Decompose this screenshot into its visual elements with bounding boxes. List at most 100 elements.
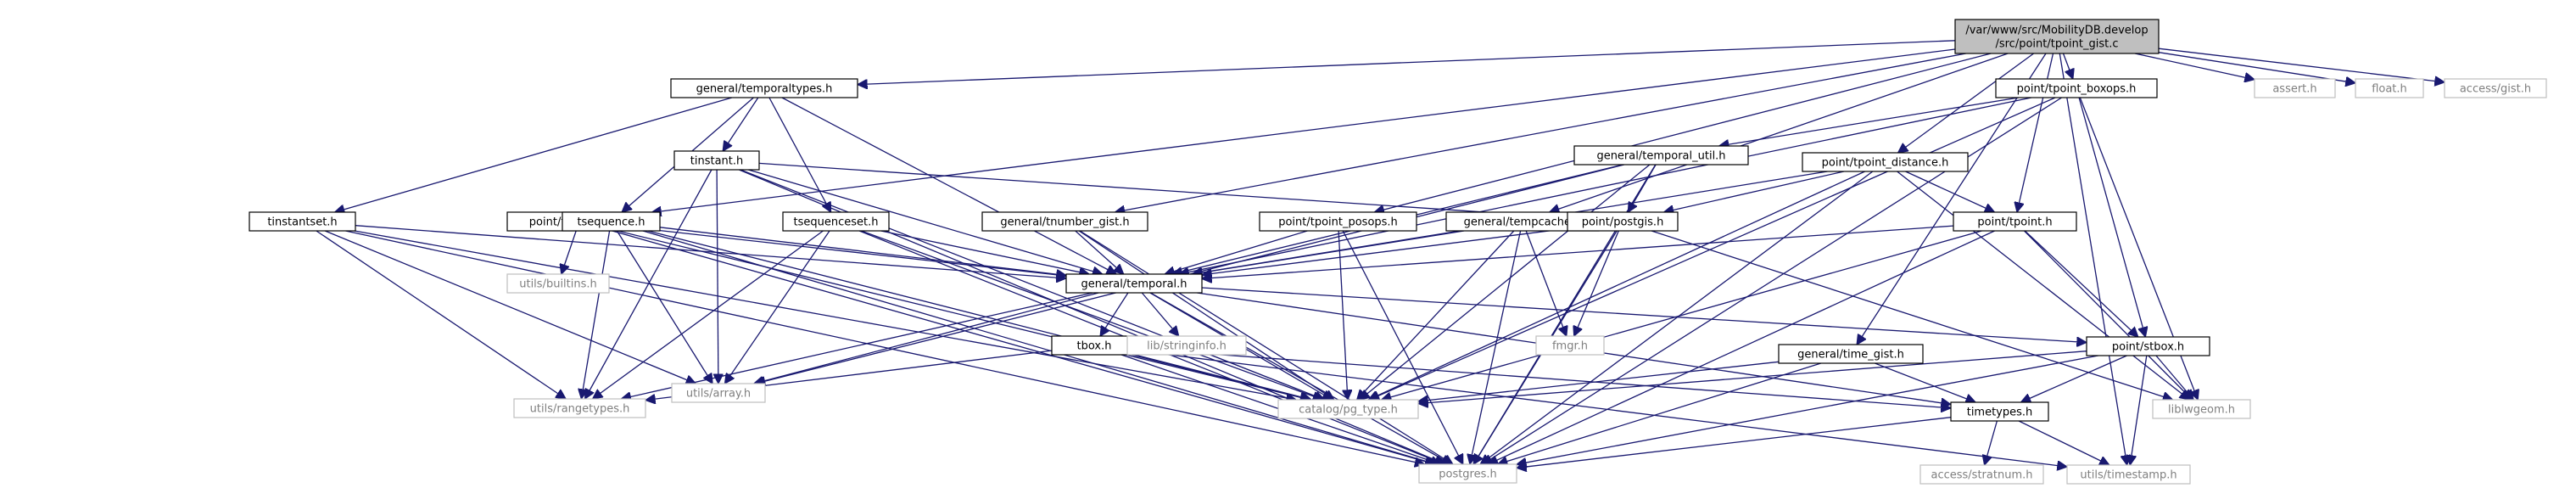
node-box bbox=[1126, 335, 1247, 356]
edge-tpoint_distance-to-tpoint bbox=[1905, 171, 1995, 212]
node-label: general/temporal_util.h bbox=[1596, 150, 1725, 163]
edge-line bbox=[2018, 420, 2109, 465]
edge-tpoint_boxops-to-pg_type bbox=[1370, 97, 2056, 400]
edge-line bbox=[2130, 355, 2148, 465]
node-tpoint_distance[interactable]: point/tpoint_distance.h bbox=[1802, 152, 1969, 172]
node-box bbox=[506, 273, 610, 294]
edge-line bbox=[2024, 230, 2193, 400]
edge-tpoint-to-pg_type bbox=[1382, 230, 1982, 400]
node-box bbox=[1573, 145, 1749, 165]
edge-line bbox=[617, 230, 1310, 400]
node-box bbox=[2254, 78, 2336, 98]
node-label: access/gist.h bbox=[2460, 83, 2531, 96]
edge-line bbox=[1574, 230, 1619, 336]
edge-line bbox=[2059, 53, 2126, 465]
edge-line bbox=[1525, 230, 1567, 336]
edge-tinstant-to-rangetypes bbox=[585, 169, 712, 399]
edge-tbox-to-pg_type bbox=[1131, 354, 1311, 400]
edge-line bbox=[1382, 230, 1982, 400]
edge-line bbox=[593, 230, 824, 399]
edge-postgis-to-liblwgeom bbox=[1651, 230, 2173, 400]
edge-line bbox=[1418, 361, 1780, 401]
edge-tsequenceset-to-array bbox=[725, 230, 830, 384]
node-temporal[interactable]: general/temporal.h bbox=[1065, 273, 1203, 294]
edge-temporal-to-tbox bbox=[1100, 292, 1129, 336]
edge-tsequence-to-rangetypes bbox=[581, 230, 611, 399]
edge-line bbox=[748, 169, 1102, 274]
node-tpoint_boxops[interactable]: point/tpoint_boxops.h bbox=[1995, 78, 2158, 98]
node-fmgr: fmgr.h bbox=[1535, 335, 1605, 356]
edge-line bbox=[1149, 292, 1451, 464]
edge-line bbox=[1202, 225, 1954, 278]
edge-tbox-to-timestamp bbox=[1136, 350, 2067, 467]
edge-temporaltypes-to-tinstantset bbox=[335, 97, 733, 212]
edge-tinstantset-to-postgres bbox=[345, 230, 1424, 464]
node-label: tinstant.h bbox=[690, 155, 744, 168]
edge-timetypes-to-stratnum bbox=[1985, 420, 1998, 465]
edge-line bbox=[316, 230, 566, 399]
node-timetypes[interactable]: timetypes.h bbox=[1950, 401, 2049, 422]
node-postgis[interactable]: point/postgis.h bbox=[1567, 211, 1679, 232]
node-box bbox=[1919, 464, 2044, 485]
edge-temporaltypes-to-tinstant bbox=[723, 97, 759, 151]
node-access_gist: access/gist.h bbox=[2444, 78, 2547, 98]
node-tnumber_gist[interactable]: general/tnumber_gist.h bbox=[981, 211, 1148, 232]
edge-line bbox=[1370, 97, 2056, 400]
node-temporal_util[interactable]: general/temporal_util.h bbox=[1573, 145, 1749, 165]
node-tinstant[interactable]: tinstant.h bbox=[673, 150, 760, 171]
node-label: liblwgeom.h bbox=[2168, 404, 2235, 417]
edge-line bbox=[1075, 230, 1124, 274]
node-label: point/tpoint_boxops.h bbox=[2017, 83, 2137, 96]
node-tsequenceset[interactable]: tsequenceset.h bbox=[782, 211, 890, 232]
edge-line bbox=[1141, 292, 1178, 336]
node-tinstantset[interactable]: tinstantset.h bbox=[249, 211, 356, 232]
node-box bbox=[1567, 211, 1679, 232]
node-label: float.h bbox=[2372, 83, 2407, 96]
edge-postgis-to-fmgr bbox=[1574, 230, 1619, 336]
edge-tpoint-to-temporal bbox=[1202, 225, 1954, 278]
node-tpoint_posops[interactable]: point/tpoint_posops.h bbox=[1259, 211, 1417, 232]
edge-line bbox=[647, 230, 1311, 400]
node-box bbox=[981, 211, 1148, 232]
node-temporaltypes[interactable]: general/temporaltypes.h bbox=[670, 78, 858, 98]
node-root[interactable]: /var/www/src/MobilityDB.develop/src/poin… bbox=[1954, 19, 2160, 54]
edge-line bbox=[861, 230, 1323, 400]
edge-line bbox=[1898, 53, 2034, 153]
edge-temporaltypes-to-temporal bbox=[781, 97, 1116, 274]
node-time_gist[interactable]: general/time_gist.h bbox=[1778, 344, 1924, 364]
edge-line bbox=[1136, 350, 2067, 467]
edge-line bbox=[768, 97, 831, 212]
edge-tsequence-to-pg_type bbox=[647, 230, 1311, 400]
node-stbox[interactable]: point/stbox.h bbox=[2086, 336, 2210, 356]
node-box bbox=[1065, 273, 1203, 294]
node-tsequence[interactable]: tsequence.h bbox=[562, 211, 661, 232]
edge-line bbox=[1418, 351, 2087, 404]
edge-line bbox=[1374, 53, 1992, 212]
node-tempcache[interactable]: general/tempcache.h bbox=[1445, 211, 1600, 232]
edge-temporal-to-stbox bbox=[1201, 287, 2087, 343]
node-label: timetypes.h bbox=[1967, 407, 2033, 419]
node-tbox[interactable]: tbox.h bbox=[1051, 335, 1137, 356]
node-label: /src/point/tpoint_gist.c bbox=[1995, 38, 2118, 51]
edge-root-to-tnumber_gist bbox=[1115, 53, 1966, 212]
edge-tpoint_distance-to-liblwgeom bbox=[1897, 171, 2190, 400]
edge-line bbox=[1857, 53, 2047, 345]
edge-line bbox=[1201, 287, 2087, 343]
edge-tpoint_boxops-to-stbox bbox=[2078, 97, 2145, 337]
node-stratnum: access/stratnum.h bbox=[1919, 464, 2044, 485]
edge-line bbox=[1480, 171, 1874, 464]
edge-line bbox=[1498, 362, 1821, 464]
node-postgres: postgres.h bbox=[1418, 463, 1517, 484]
node-box bbox=[513, 398, 646, 418]
edge-tinstant-to-pg_type bbox=[740, 169, 1325, 400]
node-label: general/time_gist.h bbox=[1797, 349, 1904, 362]
edge-tsequenceset-to-pg_type bbox=[861, 230, 1323, 400]
edge-line bbox=[1136, 348, 1951, 408]
edge-root-to-tpoint_distance bbox=[1898, 53, 2034, 153]
edge-line bbox=[1202, 227, 1568, 275]
edge-line bbox=[335, 97, 733, 212]
edge-timetypes-to-postgres bbox=[1517, 417, 1952, 468]
node-tpoint[interactable]: point/tpoint.h bbox=[1953, 211, 2077, 232]
edge-line bbox=[1078, 230, 1334, 400]
edge-line bbox=[754, 292, 1099, 384]
